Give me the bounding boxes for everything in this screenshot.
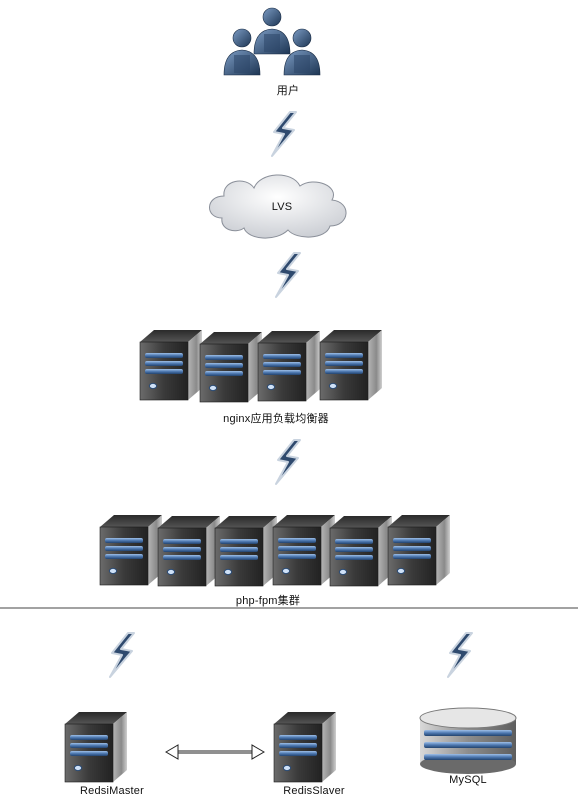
redis-slave-server-icon (273, 711, 337, 783)
users-label: 用户 (276, 85, 300, 97)
lvs-label: LVS (271, 201, 293, 213)
lvs-cloud-icon (209, 174, 347, 239)
lightning-lvs-nginx-icon (275, 252, 301, 298)
lightning-nginx-php-icon (275, 439, 301, 485)
lightning-users-lvs-icon (271, 111, 297, 157)
lightning-php-redis-icon (109, 632, 135, 678)
nginx-server-group (139, 329, 383, 403)
lightning-php-mysql-icon (447, 632, 473, 678)
mysql-database-icon (419, 707, 517, 774)
php-fpm-label: php-fpm集群 (235, 595, 301, 607)
redis-master-server-icon (64, 711, 128, 783)
users-icon (223, 7, 321, 76)
redis-slave-label: RedisSlaver (283, 785, 345, 797)
mysql-label: MySQL (449, 774, 487, 786)
redis-master-label: RedsiMaster (80, 785, 144, 797)
replication-arrow-icon (165, 744, 265, 760)
php-fpm-server-group (99, 514, 451, 587)
nginx-label: nginx应用负载均衡器 (223, 413, 329, 425)
